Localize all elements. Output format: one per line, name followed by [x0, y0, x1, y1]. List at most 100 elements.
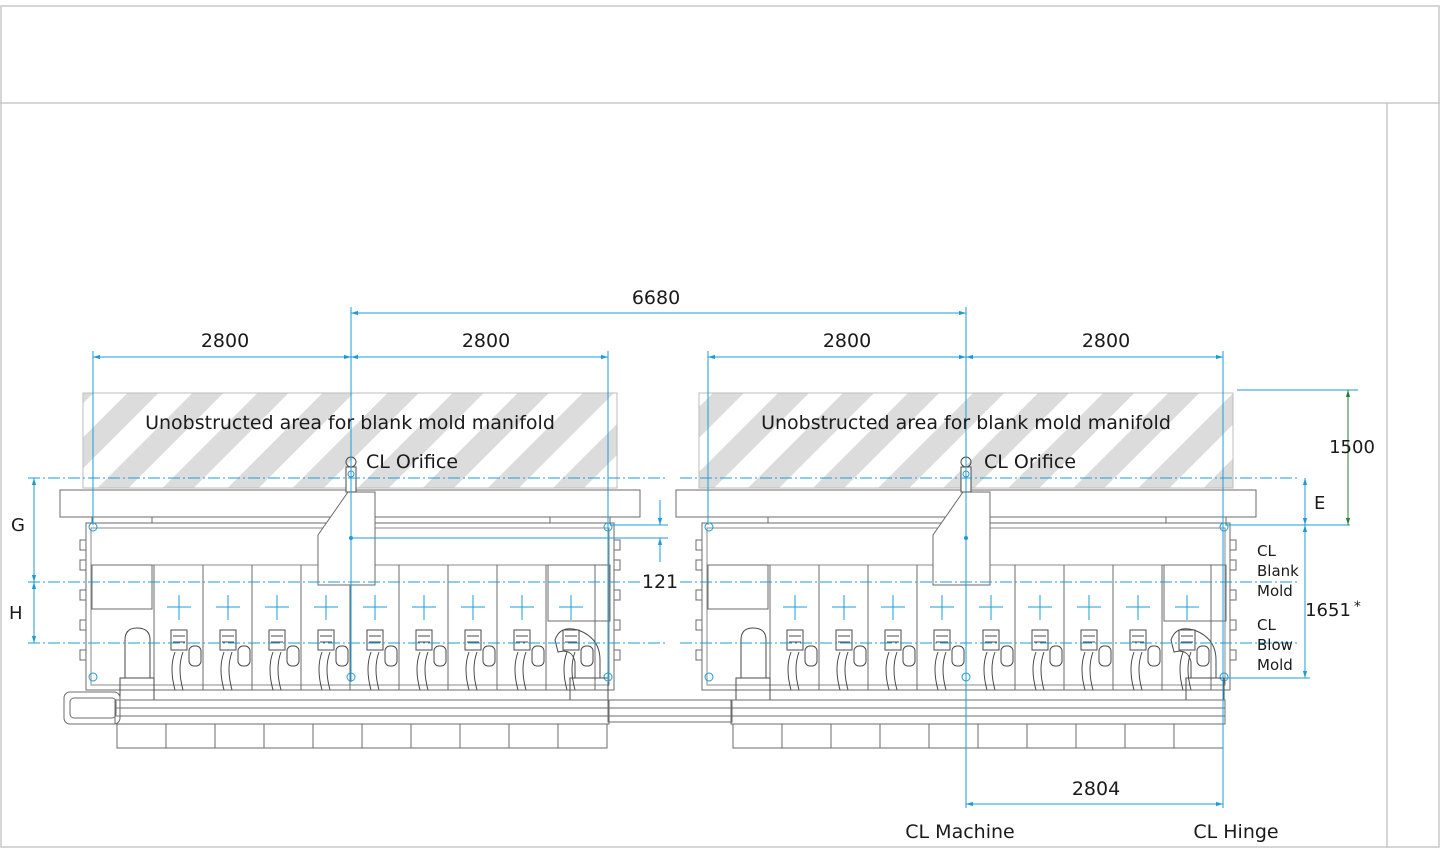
- duct-right: [1170, 628, 1217, 679]
- base-cell: [928, 723, 979, 749]
- cl-machine-label: CL Machine: [905, 821, 1014, 843]
- base-cell: [830, 723, 881, 749]
- base-cell: [732, 723, 783, 749]
- side-bolt: [79, 539, 87, 551]
- mold-cylinder: [804, 645, 818, 667]
- base-cell: [1026, 723, 1077, 749]
- orifice-housing: [932, 491, 991, 586]
- mold-cylinder: [335, 645, 349, 667]
- base-cell: [781, 723, 832, 749]
- mold-holder: [835, 629, 853, 651]
- mold-cylinder: [1000, 645, 1014, 667]
- base-cell: [214, 723, 265, 749]
- mold-holder: [268, 629, 286, 651]
- duct-left: [124, 627, 151, 678]
- mold-arm: [416, 651, 429, 691]
- mold-arm: [1032, 651, 1045, 691]
- base-cell: [459, 723, 510, 749]
- mold-holder: [884, 629, 902, 651]
- cl-blank-mold-label: CL Blank Mold: [1257, 542, 1304, 600]
- label-g: G: [11, 515, 25, 536]
- mold-holder: [219, 629, 237, 651]
- side-bolt: [695, 649, 703, 661]
- mounting-hole: [1219, 522, 1229, 532]
- side-bolt: [79, 619, 87, 631]
- dimension-2800-left-b: 2800: [462, 330, 510, 352]
- mold-arm: [269, 651, 282, 691]
- mounting-hole: [704, 672, 714, 682]
- dimension-lines: [31, 307, 1358, 808]
- mold-cylinder: [1147, 645, 1161, 667]
- mold-cylinder: [286, 645, 300, 667]
- base-cell: [977, 723, 1028, 749]
- dimension-2804: 2804: [1072, 778, 1120, 800]
- mold-cylinder: [1049, 645, 1063, 667]
- cl-hinge-label: CL Hinge: [1193, 821, 1278, 843]
- mold-holder: [366, 629, 384, 651]
- side-bolt: [79, 589, 87, 601]
- base-cell: [1075, 723, 1126, 749]
- base-cell: [116, 723, 167, 749]
- end-block-right: [547, 564, 611, 622]
- end-block-left: [91, 564, 153, 610]
- dimension-6680: 6680: [632, 287, 680, 309]
- page-border: [0, 5, 1440, 848]
- mold-holder: [1178, 629, 1196, 651]
- mounting-hole: [88, 672, 98, 682]
- mold-cylinder: [433, 645, 447, 667]
- base-cell: [165, 723, 216, 749]
- mold-arm: [787, 651, 800, 691]
- mold-holder: [982, 629, 1000, 651]
- base-cell: [508, 723, 559, 749]
- mold-arm: [563, 651, 576, 691]
- side-bolt: [613, 649, 621, 661]
- mold-cylinder: [853, 645, 867, 667]
- duct-left: [740, 627, 767, 678]
- mold-arm: [1130, 651, 1143, 691]
- cl-orifice-label-left: CL Orifice: [366, 451, 458, 473]
- dimension-2800-right-a: 2800: [823, 330, 871, 352]
- mold-holder: [317, 629, 335, 651]
- base-cell: [312, 723, 363, 749]
- unobstructed-label-right: Unobstructed area for blank mold manifol…: [761, 412, 1171, 434]
- mold-arm: [514, 651, 527, 691]
- duct-right: [554, 628, 601, 679]
- mold-arm: [1081, 651, 1094, 691]
- side-bolt: [695, 619, 703, 631]
- mold-arm: [1179, 651, 1192, 691]
- dimension-2800-right-b: 2800: [1082, 330, 1130, 352]
- machine-section-left: [59, 456, 641, 749]
- mold-arm: [934, 651, 947, 691]
- base-cell: [1173, 723, 1224, 749]
- mold-cylinder: [531, 645, 545, 667]
- dimension-1651-star: *: [1354, 599, 1361, 615]
- unobstructed-label-left: Unobstructed area for blank mold manifol…: [145, 412, 555, 434]
- mold-cylinder: [237, 645, 251, 667]
- base-cell: [879, 723, 930, 749]
- mold-holder: [1129, 629, 1147, 651]
- mold-arm: [220, 651, 233, 691]
- mold-arm: [983, 651, 996, 691]
- mounting-hole: [704, 522, 714, 532]
- center-lines: [28, 477, 1300, 644]
- side-bolt: [695, 559, 703, 571]
- side-bolt: [613, 619, 621, 631]
- mold-cylinder: [951, 645, 965, 667]
- mold-holder: [170, 629, 188, 651]
- cl-blow-mold-label: CL Blow Mold: [1257, 616, 1298, 674]
- side-bolt: [1229, 559, 1237, 571]
- side-bolt: [613, 539, 621, 551]
- mold-cylinder: [1098, 645, 1112, 667]
- base-cell: [1124, 723, 1175, 749]
- side-bolt: [613, 589, 621, 601]
- mold-arm: [171, 651, 184, 691]
- label-h: H: [9, 603, 23, 624]
- side-bolt: [1229, 539, 1237, 551]
- mold-holder: [1080, 629, 1098, 651]
- mold-cylinder: [384, 645, 398, 667]
- base-cell: [263, 723, 314, 749]
- dimension-1651: 1651*: [1305, 599, 1361, 621]
- mold-cylinder: [902, 645, 916, 667]
